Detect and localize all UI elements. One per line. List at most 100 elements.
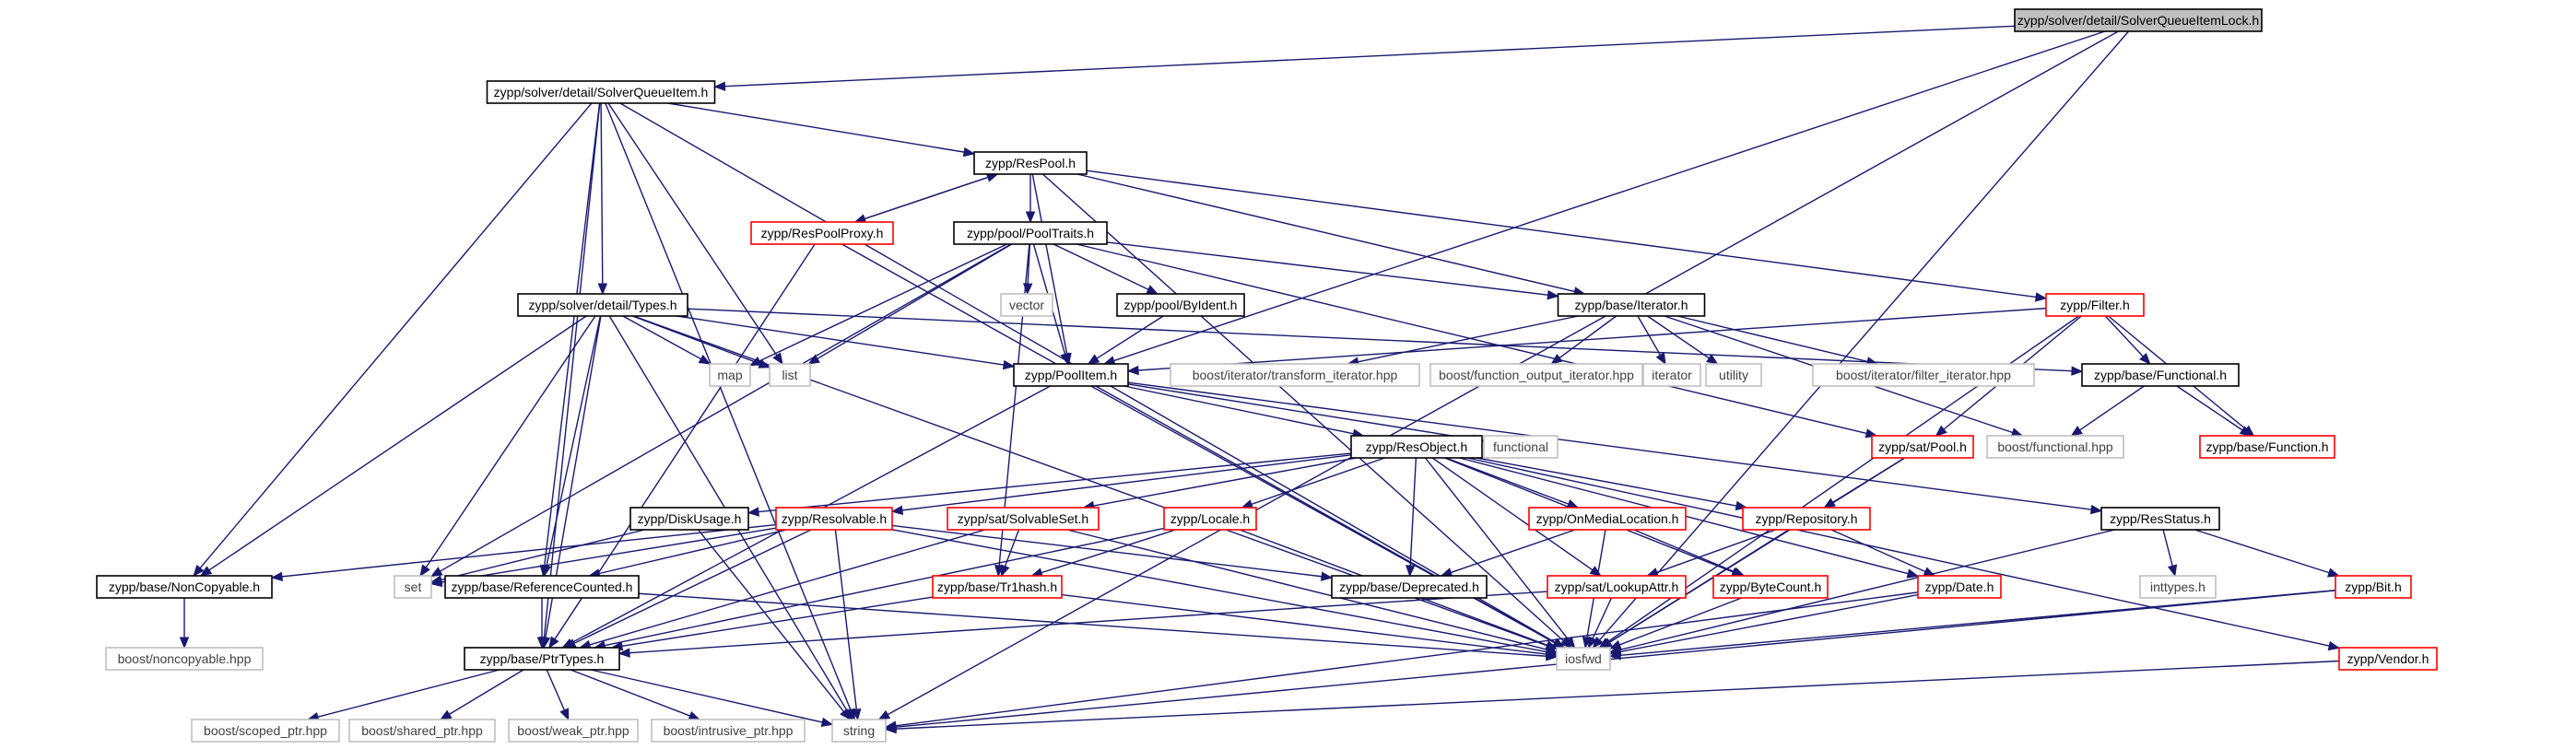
- edge-resolvable-to-noncopyable: [270, 523, 777, 582]
- node-box: [1528, 507, 1687, 531]
- edge-line: [1830, 529, 1926, 573]
- node-repository[interactable]: zypp/Repository.h: [1742, 507, 1871, 531]
- node-string: string: [831, 719, 887, 743]
- node-resstatus[interactable]: zypp/ResStatus.h: [2100, 507, 2220, 531]
- node-resobject[interactable]: zypp/ResObject.h: [1350, 435, 1483, 459]
- node-sqi[interactable]: zypp/solver/detail/SolverQueueItem.h: [486, 80, 716, 104]
- node-deprecated[interactable]: zypp/base/Deprecated.h: [1331, 575, 1488, 599]
- edge-line: [1093, 457, 1357, 507]
- edge-respoolproxy-to-respool: [854, 172, 999, 223]
- node-box: [651, 719, 806, 743]
- node-diskusage[interactable]: zypp/DiskUsage.h: [629, 507, 749, 531]
- node-bytecount[interactable]: zypp/ByteCount.h: [1712, 575, 1829, 599]
- node-root[interactable]: zypp/solver/detail/SolverQueueItemLock.h: [2014, 8, 2263, 32]
- edge-solvableset-to-ptrtypes: [578, 529, 985, 650]
- edge-lookupattr-to-iosfwd: [1587, 597, 1613, 650]
- node-basefunctional[interactable]: zypp/base/Functional.h: [2081, 363, 2240, 387]
- node-box: [1116, 293, 1245, 317]
- node-respoolproxy[interactable]: zypp/ResPoolProxy.h: [750, 221, 894, 245]
- edge-arrowhead: [1126, 365, 1139, 376]
- node-box: [1000, 293, 1053, 317]
- edge-line: [1619, 593, 1919, 653]
- edge-pooltraits-to-baseiterator: [1106, 241, 1559, 300]
- edge-respool-to-iosfwd: [1041, 173, 1572, 649]
- node-box: [1163, 507, 1257, 531]
- node-box: [2014, 8, 2263, 32]
- node-label: utility: [1719, 368, 1748, 382]
- edge-arrowhead: [698, 354, 712, 365]
- node-box: [629, 507, 749, 531]
- node-types[interactable]: zypp/solver/detail/Types.h: [517, 293, 688, 317]
- node-respool[interactable]: zypp/ResPool.h: [973, 151, 1088, 175]
- node-refcounted[interactable]: zypp/base/ReferenceCounted.h: [444, 575, 640, 599]
- edge-arrowhead: [840, 708, 852, 721]
- edge-pooltraits-to-satpool: [1076, 243, 1878, 439]
- node-label: list: [782, 368, 797, 382]
- edge-arrowhead: [2167, 564, 2178, 578]
- edge-line: [891, 529, 1547, 653]
- edge-lookupattr-to-ptrtypes: [618, 591, 1548, 658]
- node-date[interactable]: zypp/Date.h: [1917, 575, 2002, 599]
- node-box: [1742, 507, 1871, 531]
- node-filter[interactable]: zypp/Filter.h: [2045, 293, 2145, 317]
- edge-arrowhead: [439, 709, 453, 720]
- edge-line: [895, 660, 2340, 730]
- node-box: [1642, 363, 1701, 387]
- node-basefunction[interactable]: zypp/base/Function.h: [2199, 435, 2335, 459]
- edge-arrowhead: [713, 81, 726, 91]
- edge-basefunctional-to-boostfunctional: [2070, 385, 2145, 437]
- node-ptrtypes[interactable]: zypp/base/PtrTypes.h: [464, 647, 620, 671]
- edge-line: [544, 102, 601, 567]
- edge-arrowhead: [1320, 571, 1334, 581]
- edge-vendor-to-string: [884, 660, 2340, 734]
- edge-resobject-to-vendor: [1466, 457, 2341, 651]
- node-box: [444, 575, 640, 599]
- edge-line: [1559, 315, 1617, 359]
- edge-line: [441, 527, 777, 583]
- edges-layer: [179, 25, 2341, 734]
- edge-line: [1476, 457, 1737, 507]
- node-vendor[interactable]: zypp/Vendor.h: [2338, 647, 2438, 671]
- node-box: [1013, 363, 1129, 387]
- edge-line: [895, 590, 2336, 728]
- edge-arrowhead: [1608, 639, 1622, 650]
- edge-arrowhead: [1545, 640, 1559, 650]
- node-onmedialoc[interactable]: zypp/OnMediaLocation.h: [1528, 507, 1687, 531]
- node-resolvable[interactable]: zypp/Resolvable.h: [775, 507, 893, 531]
- edge-respool-to-baseiterator: [1076, 173, 1586, 297]
- node-bit[interactable]: zypp/Bit.h: [2335, 575, 2412, 599]
- node-label: zypp/base/NonCopyable.h: [109, 579, 260, 594]
- node-label: boost/scoped_ptr.hpp: [204, 723, 327, 738]
- node-poolitem[interactable]: zypp/PoolItem.h: [1013, 363, 1129, 387]
- edge-arrowhead: [2327, 640, 2341, 651]
- edge-arrowhead: [1545, 649, 1559, 660]
- node-solvableset[interactable]: zypp/sat/SolvableSet.h: [947, 507, 1100, 531]
- edge-arrowhead: [747, 507, 759, 517]
- edge-arrowhead: [199, 566, 213, 577]
- node-pooltraits[interactable]: zypp/pool/PoolTraits.h: [953, 221, 1108, 245]
- edge-line: [317, 669, 500, 718]
- edge-line: [1096, 315, 1164, 359]
- edge-types-to-map: [622, 315, 712, 365]
- node-label: zypp/Locale.h: [1170, 511, 1250, 526]
- node-box: [1429, 363, 1643, 387]
- edge-tr1hash-to-iosfwd: [1061, 593, 1559, 660]
- node-lookupattr[interactable]: zypp/sat/LookupAttr.h: [1547, 575, 1687, 599]
- edge-arrowhead: [1655, 352, 1666, 366]
- node-noncopyable[interactable]: zypp/base/NonCopyable.h: [96, 575, 273, 599]
- node-satpool[interactable]: zypp/sat/Pool.h: [1871, 435, 1974, 459]
- edge-arrowhead: [807, 354, 820, 365]
- edge-resolvable-to-set: [429, 527, 777, 588]
- edge-line: [589, 529, 985, 646]
- edge-arrowhead: [1087, 354, 1100, 365]
- node-label: map: [717, 368, 742, 382]
- node-box: [709, 363, 751, 387]
- node-label: zypp/pool/ByIdent.h: [1124, 298, 1238, 312]
- node-label: zypp/base/ReferenceCounted.h: [452, 579, 633, 594]
- node-baseiterator[interactable]: zypp/base/Iterator.h: [1557, 293, 1706, 317]
- node-locale[interactable]: zypp/Locale.h: [1163, 507, 1257, 531]
- node-boostfunctional: boost/functional.hpp: [1986, 435, 2124, 459]
- edge-line: [546, 315, 602, 567]
- node-tr1hash[interactable]: zypp/base/Tr1hash.h: [932, 575, 1063, 599]
- node-byident[interactable]: zypp/pool/ByIdent.h: [1116, 293, 1245, 317]
